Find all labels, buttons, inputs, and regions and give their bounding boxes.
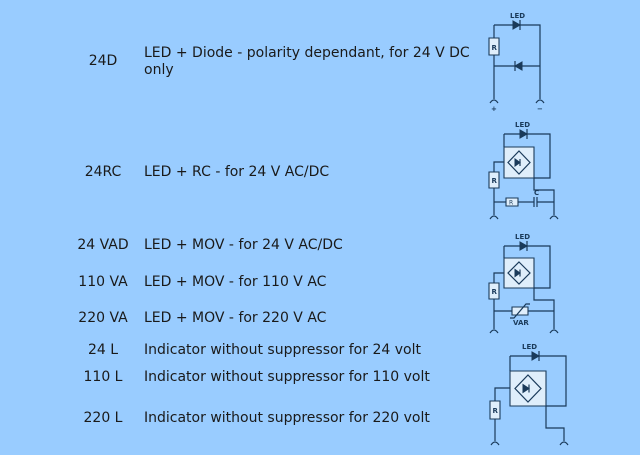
- product-description: LED + MOV - for 220 V AC: [144, 310, 327, 326]
- product-code: 24D: [88, 53, 118, 69]
- product-code: 220 VA: [78, 310, 128, 326]
- bridge-rectifier-symbol: [508, 262, 530, 284]
- product-description: LED + MOV - for 110 V AC: [144, 274, 327, 290]
- led-symbol: [513, 21, 520, 29]
- product-description: LED + RC - for 24 V AC/DC: [144, 164, 330, 180]
- capacitor-label: C: [534, 189, 539, 197]
- led-label: LED: [510, 12, 525, 20]
- resistor-label: R: [493, 407, 499, 415]
- product-code: 110 VA: [78, 274, 128, 290]
- minus-terminal-label: −: [537, 105, 543, 113]
- resistor-label: R: [492, 44, 498, 52]
- led-symbol: [520, 242, 527, 250]
- plus-terminal-label: +: [491, 105, 497, 113]
- led-symbol: [520, 130, 527, 138]
- product-code: 24 VAD: [77, 237, 129, 253]
- product-description: Indicator without suppressor for 220 vol…: [144, 410, 430, 426]
- product-description: LED + Diode - polarity dependant, for 24…: [144, 45, 470, 78]
- schematic-led-mov: LED R VAR: [482, 233, 562, 334]
- resistor-label: R: [492, 177, 498, 185]
- diode-symbol: [515, 62, 522, 70]
- schematic-led-diode: LED R + −: [482, 12, 562, 113]
- product-description: Indicator without suppressor for 24 volt: [144, 342, 421, 358]
- bridge-rectifier-symbol: [508, 151, 530, 174]
- led-label: LED: [522, 343, 537, 351]
- product-code: 24 L: [87, 342, 119, 358]
- resistor-label: R: [492, 288, 498, 296]
- varistor-label: VAR: [513, 319, 529, 327]
- rc-resistor-label: R: [509, 200, 513, 207]
- product-code: 220 L: [83, 410, 123, 426]
- led-label: LED: [515, 233, 530, 241]
- product-code: 24RC: [84, 164, 122, 180]
- product-description: Indicator without suppressor for 110 vol…: [144, 369, 430, 385]
- schematic-indicator: LED R: [482, 343, 572, 450]
- led-label: LED: [515, 121, 530, 129]
- product-code: 110 L: [83, 369, 123, 385]
- led-symbol: [532, 352, 539, 360]
- schematic-led-rc: LED R R C: [482, 121, 562, 222]
- bridge-rectifier-symbol: [515, 375, 541, 402]
- product-description: LED + MOV - for 24 V AC/DC: [144, 237, 343, 253]
